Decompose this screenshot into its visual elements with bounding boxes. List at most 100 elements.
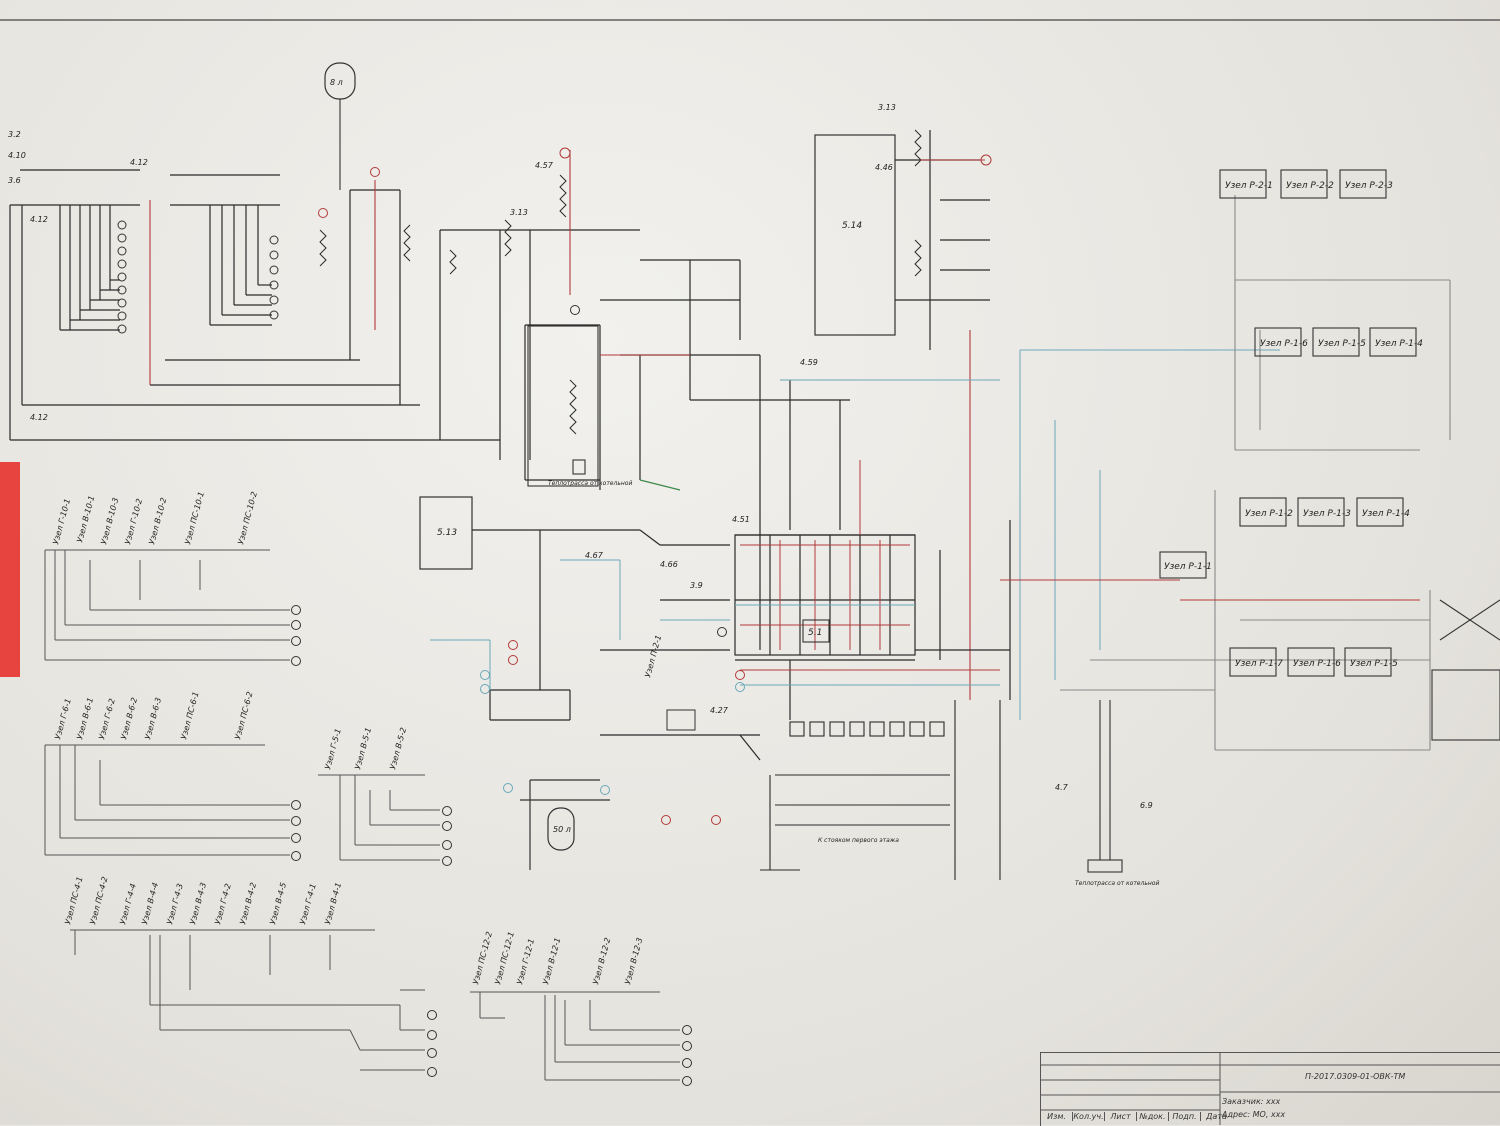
group-4-piping (70, 929, 425, 1071)
center-left-piping (472, 529, 761, 761)
group-10-piping (44, 549, 290, 661)
expansion-vessel-8l (324, 62, 356, 190)
node-boxes-r1-top (1254, 327, 1417, 357)
node-r-1-5-top-label: Узел Р-1-5 (1318, 339, 1366, 349)
left-circle-markers (117, 167, 380, 334)
left-red-return (149, 180, 376, 385)
heat-main-caption-2: Теплотрасса от котельной (1075, 880, 1159, 887)
node-boxes-r1-low (1229, 647, 1392, 677)
group-12-label-3: Узел Г-12-1 (515, 938, 536, 986)
group-10-label-6: Узел ПС-10-1 (183, 491, 206, 546)
tank-5-1-label: 5.1 (808, 628, 822, 638)
tank-5-14-label: 5.14 (842, 221, 862, 231)
group-10-label-7: Узел ПС-10-2 (236, 491, 259, 546)
group-4-label-10: Узел Г-4-1 (298, 882, 318, 925)
col-change: Изм. (1040, 1112, 1072, 1121)
vessel-50l-label: 50 л (553, 825, 571, 834)
group-12-label-5: Узел В-12-2 (591, 937, 612, 986)
node-r-1-3-label: Узел Р-1-3 (1303, 509, 1351, 519)
group-12-label-6: Узел В-12-3 (623, 937, 644, 986)
node-p-2-1-box (666, 709, 696, 731)
center-blue-lines (735, 349, 1280, 720)
node-r-1-4-top-label: Узел Р-1-4 (1375, 339, 1423, 349)
node-r-1-5-low-label: Узел Р-1-5 (1350, 659, 1398, 669)
group-6-label-1: Узел Г-6-1 (53, 697, 73, 740)
vessel-50l-markers (503, 783, 721, 825)
group-12-label-2: Узел ПС-12-1 (493, 931, 516, 986)
node-r-2-1-label: Узел Р-2-1 (1225, 181, 1273, 191)
group-4-label-3: Узел Г-4-4 (118, 882, 138, 925)
right-top-red (920, 159, 985, 700)
center-red-grid (740, 460, 1000, 671)
group-6-label-3: Узел Г-6-2 (97, 697, 117, 740)
group-10-label-2: Узел В-10-1 (75, 495, 96, 544)
group-4-markers (427, 1010, 437, 1077)
node-r-1-6-low-label: Узел Р-1-6 (1293, 659, 1341, 669)
group-5-label-2: Узел В-5-1 (353, 727, 373, 771)
tag-center-b: 4.51 (732, 515, 750, 524)
group-5-label-1: Узел Г-5-1 (323, 727, 343, 770)
group-6-label-4: Узел В-6-2 (119, 697, 139, 741)
vessel-8l-label: 8 л (330, 78, 343, 87)
tag-lower-a: 4.7 (1055, 783, 1069, 792)
node-p-2-1-label: Узел П-2-1 (643, 634, 663, 679)
tag-mid-a: 4.57 (535, 161, 554, 170)
node-r-2-2-label: Узел Р-2-2 (1286, 181, 1334, 191)
group-6-label-6: Узел ПС-6-1 (179, 691, 200, 741)
marker-circle-4 (559, 147, 571, 159)
node-r-1-1-label: Узел Р-1-1 (1164, 562, 1212, 572)
group-10-markers (291, 605, 301, 666)
drawing-code: П-2017.0309-01-ОВК-ТМ (1305, 1072, 1406, 1081)
tank-5-13 (419, 496, 473, 570)
group-5-piping (318, 774, 440, 861)
group-6-label-2: Узел В-6-1 (75, 697, 95, 741)
tag-source-d: 3.6 (8, 176, 21, 185)
marker-circle-mid (570, 305, 580, 315)
node-r-1-6-top-label: Узел Р-1-6 (1260, 339, 1308, 349)
group-12-label-1: Узел ПС-12-2 (471, 931, 494, 986)
group-10-label-3: Узел В-10-3 (99, 497, 120, 546)
group-12-label-4: Узел В-12-1 (541, 937, 562, 986)
title-block-grid (1040, 1052, 1500, 1125)
group-4-label-7: Узел Г-4-2 (213, 882, 233, 925)
tag-mid-b: 3.13 (510, 208, 528, 217)
heat-main-lower (1087, 700, 1123, 873)
node-r-1-2-label: Узел Р-1-2 (1245, 509, 1293, 519)
group-12-piping (470, 991, 680, 1081)
collector-bank (760, 700, 1001, 880)
group-5-label-3: Узел В-5-2 (388, 727, 408, 771)
tag-center-a: 4.59 (800, 358, 818, 367)
group-10-label-5: Узел В-10-2 (147, 497, 168, 546)
node-boxes-r2 (1219, 169, 1387, 199)
node-boxes-r1-mid (1159, 497, 1404, 579)
tag-source-c: 3.2 (8, 130, 21, 139)
group-5-markers (442, 806, 452, 866)
to-first-floor-caption: К стояком первого этажа (818, 837, 899, 844)
customer-field: Заказчик: ххх (1222, 1097, 1281, 1106)
tag-lower-b: 6.9 (1140, 801, 1153, 810)
group-4-label-1: Узел ПС-4-1 (63, 876, 84, 926)
group-4-label-11: Узел В-4-1 (323, 882, 343, 926)
group-4-label-4: Узел В-4-4 (140, 882, 160, 926)
tank-5-13-label: 5.13 (437, 528, 457, 538)
group-4-label-5: Узел Г-4-3 (165, 882, 185, 925)
center-left-blue (430, 559, 730, 690)
col-signature: Подп. (1168, 1112, 1200, 1121)
center-assembly (734, 355, 1011, 720)
valve-clusters (319, 129, 922, 435)
expansion-vessel-50l (520, 779, 610, 870)
tag-right-a: 4.46 (875, 163, 893, 172)
tag-margin: 4.12 (30, 413, 48, 422)
col-date: Дата (1200, 1112, 1232, 1121)
col-sheet: Лист (1104, 1112, 1136, 1121)
node-r-1-7-label: Узел Р-1-7 (1235, 659, 1283, 669)
revision-columns: Изм. Кол.уч. Лист №док. Подп. Дата (1040, 1112, 1232, 1121)
col-doc: №док. (1136, 1112, 1168, 1121)
heat-main-caption-1: Теплотрасса от котельной (548, 480, 632, 487)
red-tape-strip (0, 462, 20, 677)
node-r-2-3-label: Узел Р-2-3 (1345, 181, 1393, 191)
group-6-markers (291, 800, 301, 861)
tag-source-b: 4.12 (130, 158, 148, 167)
